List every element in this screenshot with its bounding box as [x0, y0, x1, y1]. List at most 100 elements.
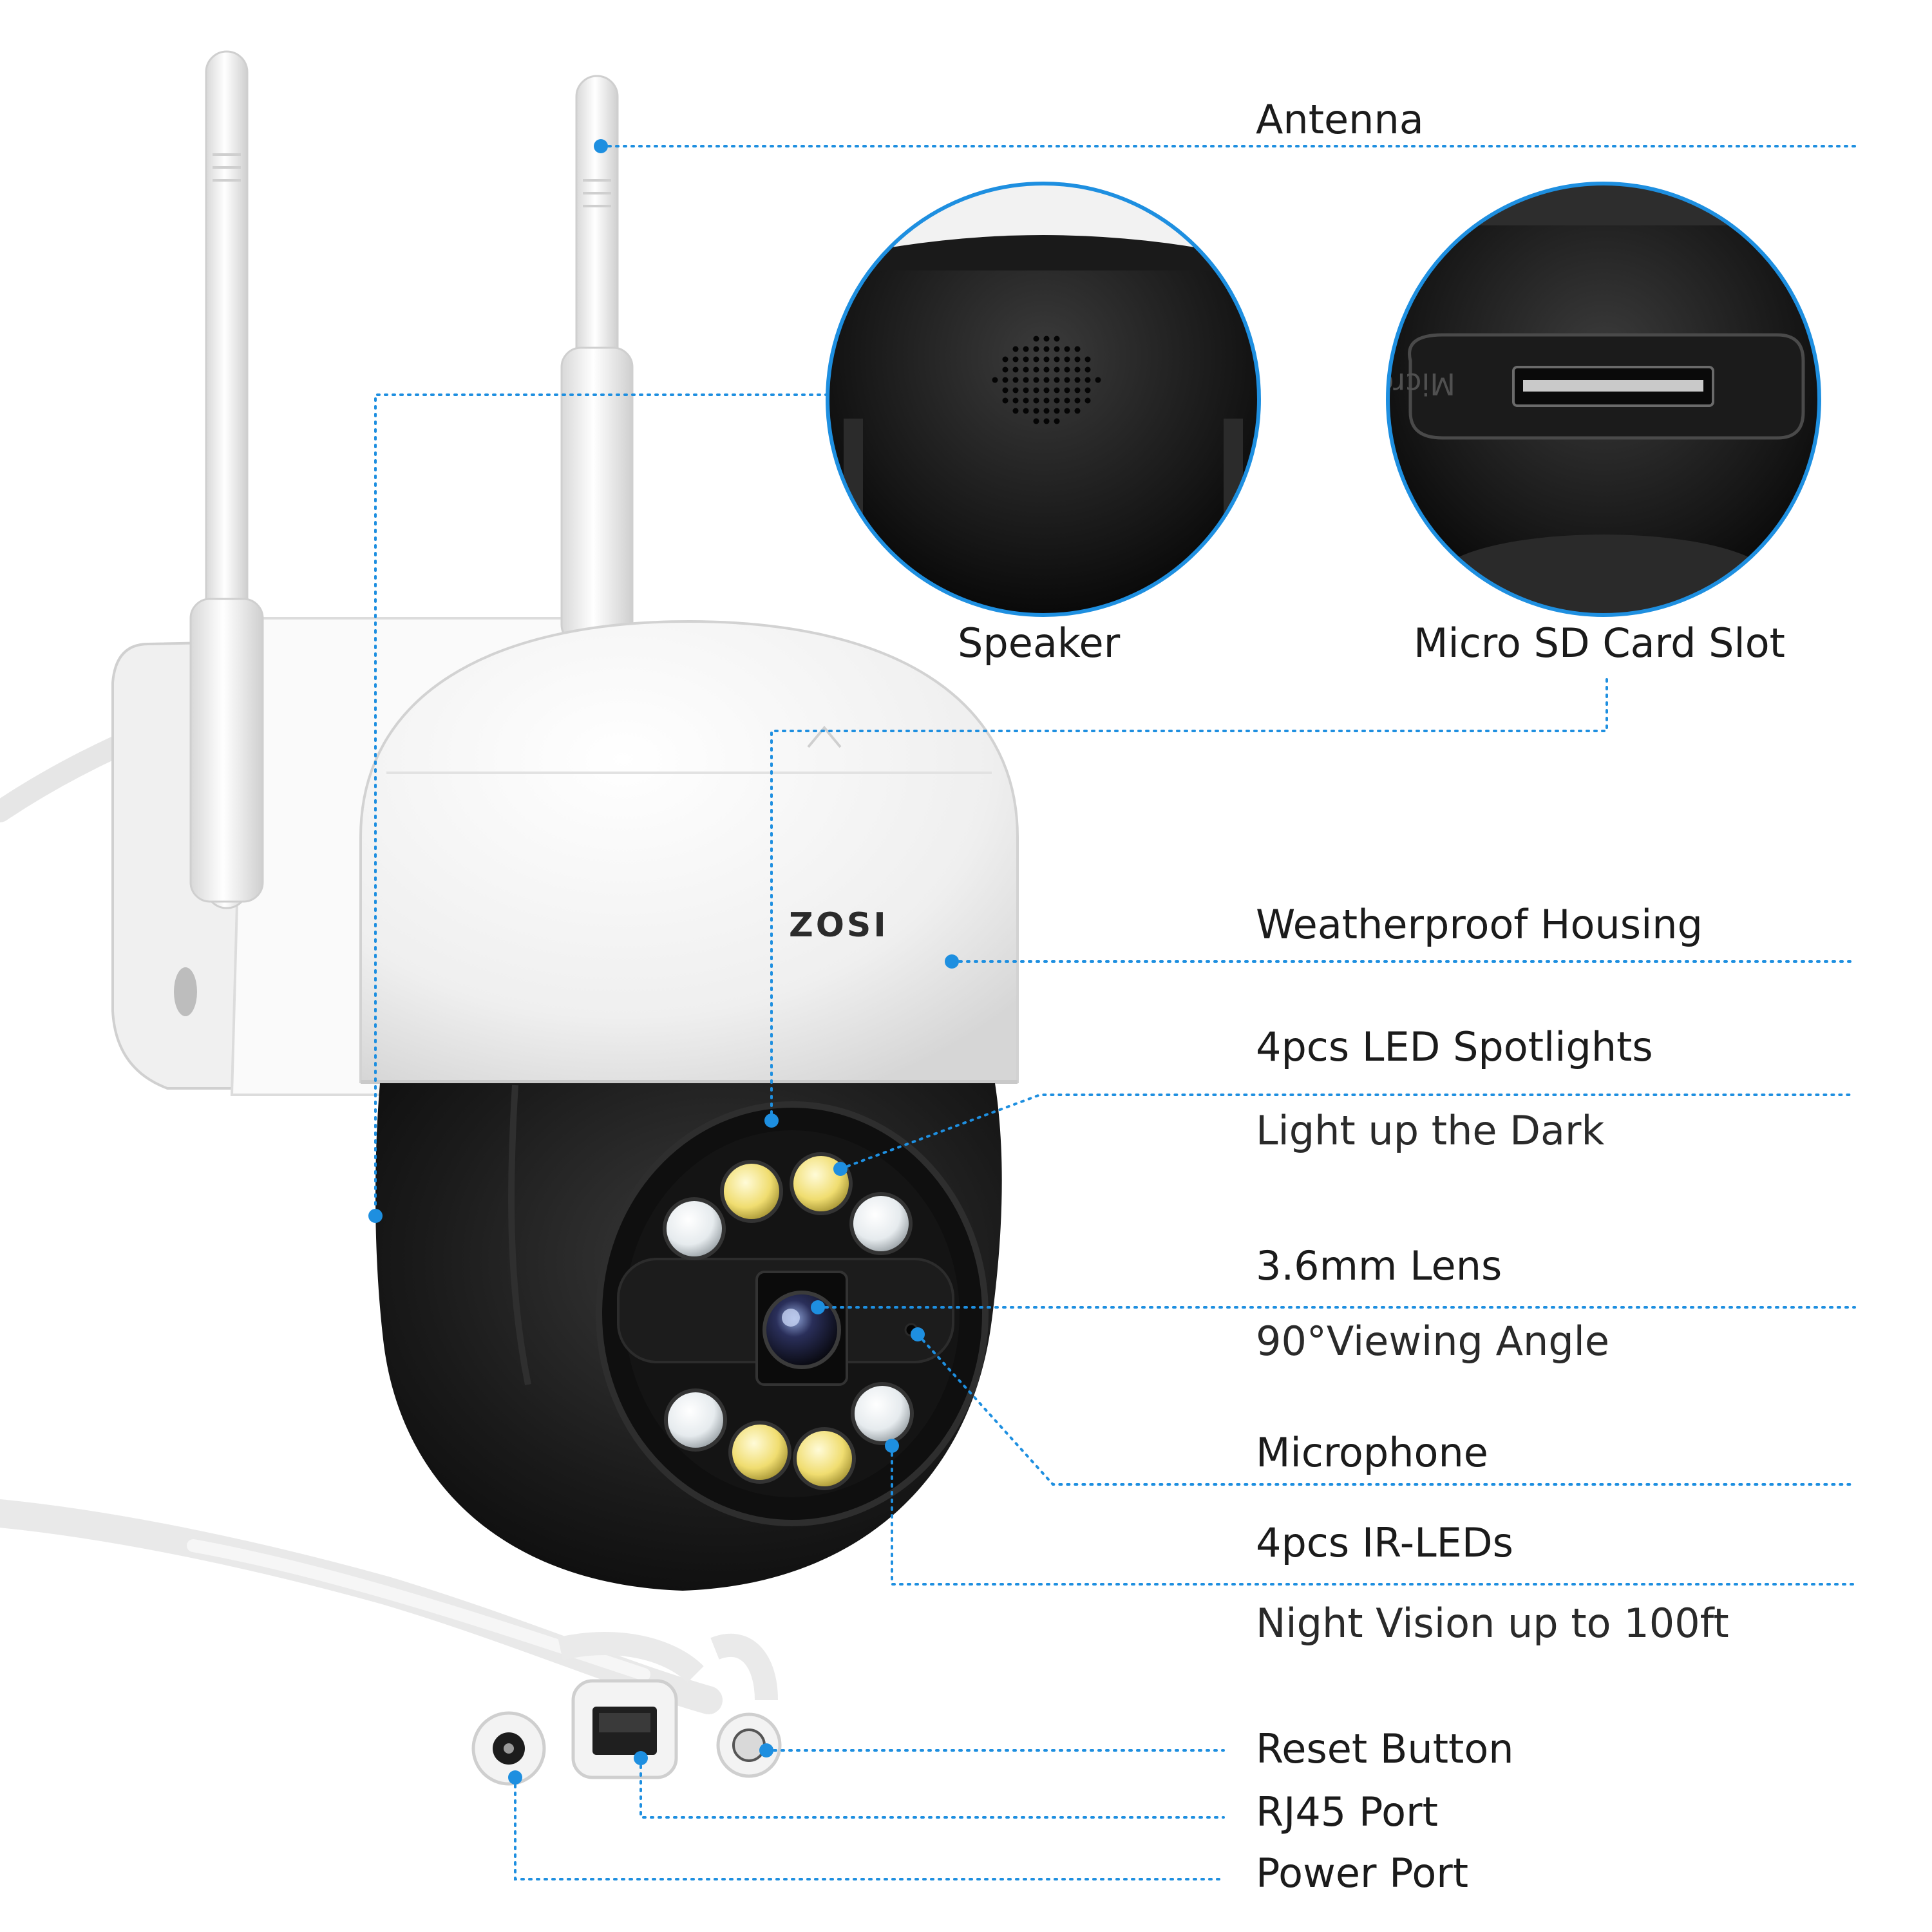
speaker-grille-hole: [1043, 366, 1050, 373]
speaker-grille-hole: [1023, 387, 1029, 393]
speaker-grille-hole: [1043, 336, 1050, 342]
callout-leaders: [374, 145, 1856, 1880]
speaker-grille-hole: [1023, 346, 1029, 352]
speaker-grille-hole: [1054, 366, 1060, 373]
label-ir-sub: Night Vision up to 100ft: [1256, 1600, 1729, 1647]
label-sd-slot: Micro SD Card Slot: [1414, 620, 1785, 667]
speaker-grille-hole: [1064, 356, 1070, 363]
dome-housing: [359, 620, 1019, 1084]
speaker-grille-hole: [1095, 377, 1101, 383]
speaker-grille-hole: [1033, 387, 1039, 393]
label-rj45: RJ45 Port: [1256, 1788, 1438, 1835]
leader-ir: [891, 1444, 1856, 1586]
speaker-grille-hole: [1084, 356, 1091, 363]
antenna-right: [560, 75, 634, 657]
speaker-grille-hole: [1023, 366, 1029, 373]
speaker-grille-hole: [1012, 387, 1019, 393]
leader-speaker: [374, 393, 829, 1217]
speaker-grille-hole: [1033, 346, 1039, 352]
speaker-grille-hole: [1084, 387, 1091, 393]
speaker-grille-hole: [1012, 346, 1019, 352]
speaker-grille-hole: [1054, 346, 1060, 352]
label-housing: Weatherproof Housing: [1256, 901, 1703, 948]
label-lens-title: 3.6mm Lens: [1256, 1242, 1502, 1289]
speaker-grille-hole: [1054, 336, 1060, 342]
leader-led: [839, 1094, 1856, 1170]
sd-card-label: Micro: [1376, 366, 1455, 401]
speaker-grille-hole: [1043, 346, 1050, 352]
sd-slot-inset: Micro: [1376, 182, 1821, 617]
label-led-title: 4pcs LED Spotlights: [1256, 1023, 1653, 1070]
speaker-grille-hole: [1054, 387, 1060, 393]
camera-head: [375, 1083, 1002, 1591]
label-power: Power Port: [1256, 1850, 1469, 1897]
speaker-grille-hole: [1023, 408, 1029, 414]
speaker-grille-hole: [1064, 387, 1070, 393]
speaker-grille-hole: [1012, 377, 1019, 383]
speaker-grille-hole: [1084, 377, 1091, 383]
speaker-grille-hole: [1074, 346, 1081, 352]
speaker-grille-hole: [1012, 408, 1019, 414]
speaker-grille-hole: [1033, 397, 1039, 404]
speaker-grille-hole: [1023, 356, 1029, 363]
speaker-grille-hole: [1033, 356, 1039, 363]
brand-logo: ZOSI: [789, 906, 889, 945]
speaker-inset: [826, 182, 1261, 617]
antenna-left: [189, 50, 264, 909]
speaker-grille-hole: [1023, 377, 1029, 383]
speaker-grille-hole: [1054, 408, 1060, 414]
speaker-grille-hole: [1033, 418, 1039, 424]
speaker-grille-hole: [1084, 397, 1091, 404]
speaker-grille-hole: [1054, 418, 1060, 424]
speaker-grille-hole: [1074, 377, 1081, 383]
speaker-grille-hole: [1012, 356, 1019, 363]
connectors: [471, 1632, 782, 1786]
speaker-grille-hole: [1002, 397, 1009, 404]
speaker-grille-hole: [1043, 397, 1050, 404]
callout-dots: [368, 139, 959, 1785]
speaker-grille-hole: [1074, 397, 1081, 404]
speaker-grille-hole: [1002, 387, 1009, 393]
label-antenna: Antenna: [1256, 96, 1424, 143]
speaker-grille-hole: [1033, 408, 1039, 414]
speaker-grille-hole: [1043, 418, 1050, 424]
label-ir-title: 4pcs IR-LEDs: [1256, 1519, 1513, 1566]
label-speaker: Speaker: [958, 620, 1121, 667]
speaker-grille-hole: [1012, 366, 1019, 373]
speaker-grille-hole: [1074, 387, 1081, 393]
speaker-grille-hole: [1054, 377, 1060, 383]
speaker-grille-hole: [1074, 356, 1081, 363]
speaker-grille-hole: [1064, 377, 1070, 383]
speaker-grille-hole: [1043, 387, 1050, 393]
speaker-grille-hole: [1043, 408, 1050, 414]
label-lens-sub: 90°Viewing Angle: [1256, 1318, 1610, 1365]
speaker-grille-hole: [1054, 397, 1060, 404]
speaker-grille-hole: [1002, 377, 1009, 383]
label-reset: Reset Button: [1256, 1725, 1514, 1772]
speaker-grille-hole: [1084, 366, 1091, 373]
speaker-grille-hole: [1043, 377, 1050, 383]
speaker-grille-hole: [1033, 377, 1039, 383]
speaker-grille-hole: [1064, 346, 1070, 352]
leader-sd-slot: [770, 678, 1608, 1122]
speaker-grille-hole: [1074, 408, 1081, 414]
ir-leds: [663, 1192, 914, 1452]
speaker-grille-hole: [1002, 356, 1009, 363]
speaker-grille-hole: [1064, 366, 1070, 373]
speaker-grille-hole: [1023, 397, 1029, 404]
label-mic: Microphone: [1256, 1429, 1488, 1476]
speaker-grille-hole: [1074, 366, 1081, 373]
speaker-grille-hole: [1033, 366, 1039, 373]
leader-mic: [916, 1333, 1856, 1486]
speaker-grille-hole: [1033, 336, 1039, 342]
speaker-grille-hole: [992, 377, 998, 383]
speaker-grille-hole: [1043, 356, 1050, 363]
speaker-grille-hole: [1012, 397, 1019, 404]
leader-rj45: [639, 1757, 1225, 1819]
label-led-sub: Light up the Dark: [1256, 1107, 1605, 1154]
speaker-grille-hole: [1054, 356, 1060, 363]
leader-power: [514, 1776, 1225, 1880]
speaker-grille-hole: [1064, 408, 1070, 414]
